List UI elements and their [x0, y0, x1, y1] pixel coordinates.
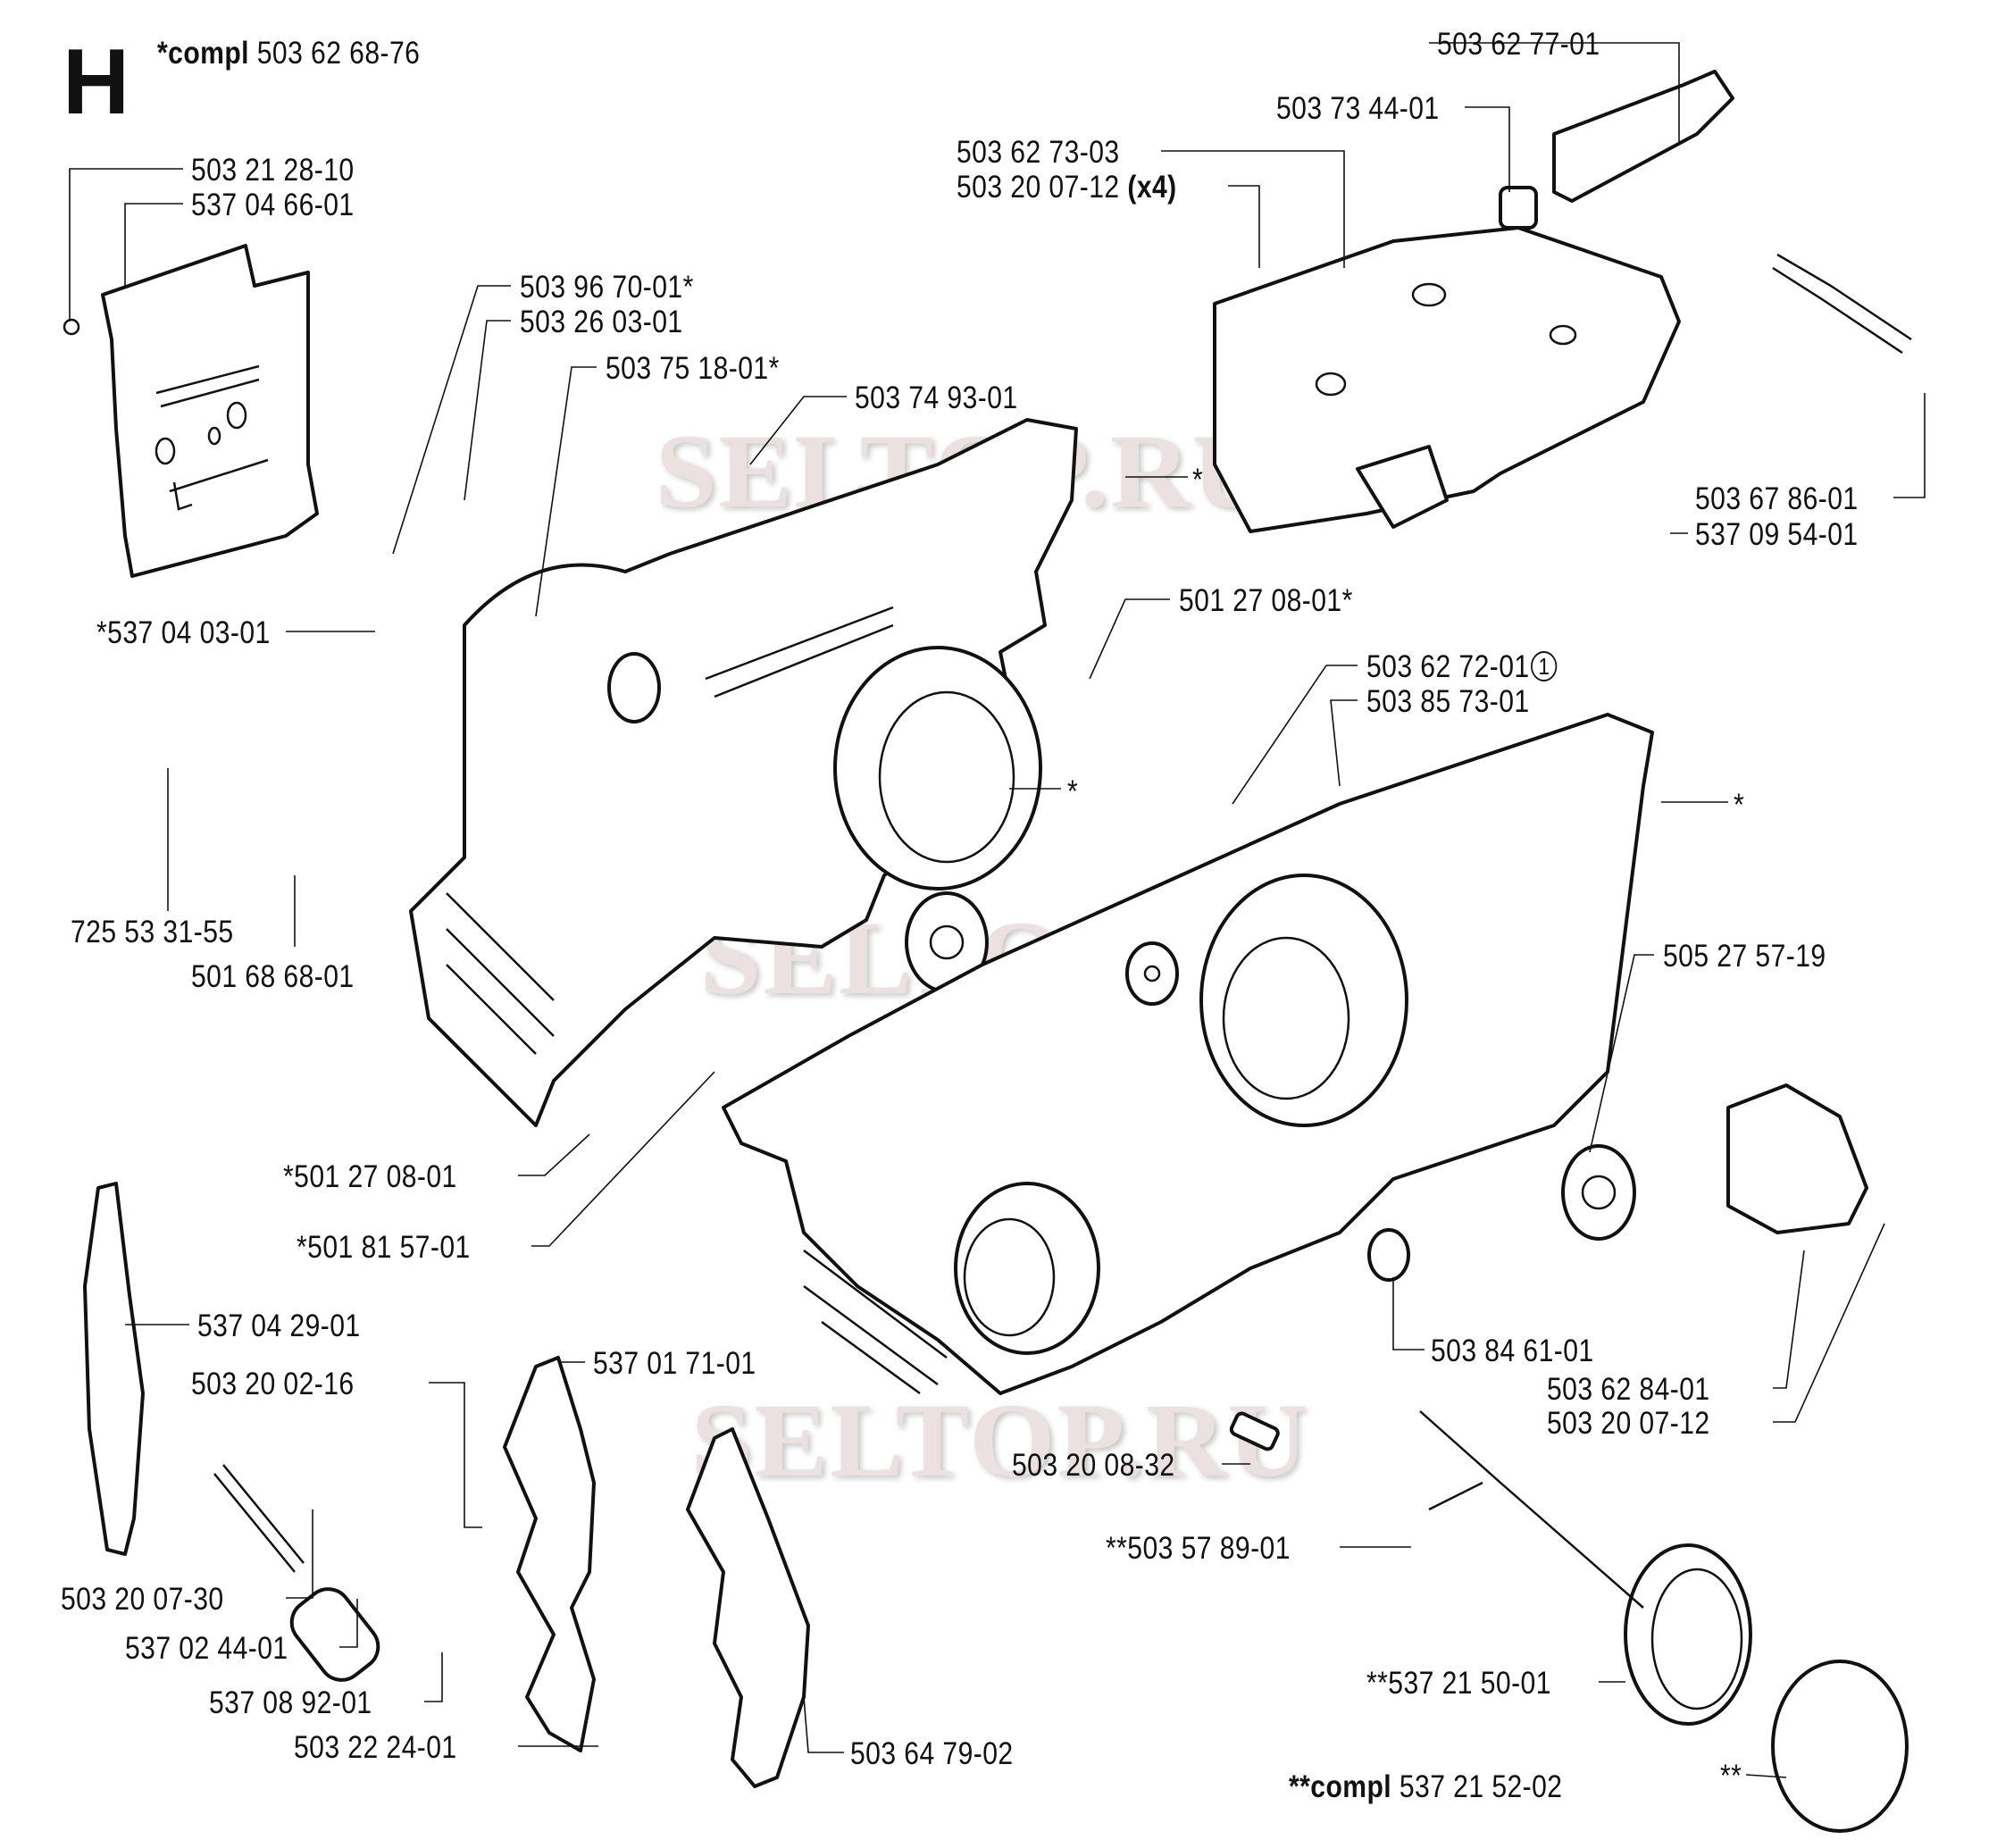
part-label: * — [1067, 774, 1079, 809]
assembly-note-prefix: *compl — [157, 36, 249, 71]
part-label: *501 81 57-01 — [297, 1230, 471, 1265]
part-label: *501 27 08-01 — [283, 1159, 457, 1194]
assembly-note-number: 503 62 68-76 — [256, 36, 421, 71]
part-label: ** — [1720, 1759, 1742, 1794]
part-label: 503 21 28-10 — [191, 153, 355, 188]
footnote-marker: 1 — [1531, 651, 1558, 682]
part-label: 503 62 77-01 — [1437, 27, 1600, 62]
part-label: 503 85 73-01 — [1366, 684, 1530, 719]
part-label: 537 04 29-01 — [197, 1309, 361, 1343]
assembly-note-prefix: **compl — [1289, 1769, 1392, 1804]
part-label-with-qty: 503 20 07-12 (x4) — [957, 171, 1177, 203]
part-label: 503 62 84-01 — [1547, 1372, 1710, 1407]
part-label: 501 68 68-01 — [191, 959, 355, 994]
part-label: 503 62 73-03 — [957, 135, 1120, 170]
assembly-note-crankcase: *compl 503 62 68-76 — [157, 38, 420, 69]
part-label: 503 20 08-32 — [1012, 1448, 1175, 1483]
part-label: 503 26 03-01 — [520, 305, 683, 339]
part-label: 503 20 02-16 — [191, 1367, 355, 1401]
part-label: **537 21 50-01 — [1366, 1666, 1551, 1701]
part-label: 503 62 72-01 — [1366, 649, 1530, 684]
part-label: 503 73 44-01 — [1276, 91, 1440, 126]
part-label: * — [1192, 463, 1204, 498]
bottom-small-parts-drawing — [83, 1083, 1909, 1833]
part-label: 503 96 70-01* — [520, 270, 694, 305]
section-letter: H — [63, 30, 130, 134]
quantity-note: (x4) — [1127, 170, 1177, 205]
part-label: *537 04 03-01 — [96, 615, 271, 650]
part-label: **503 57 89-01 — [1106, 1531, 1291, 1566]
part-label: 537 08 92-01 — [209, 1685, 372, 1720]
part-label: * — [1734, 788, 1745, 823]
part-label: 537 01 71-01 — [593, 1346, 756, 1381]
chain-guide-plate-drawing — [63, 244, 319, 578]
part-label: 503 64 79-02 — [850, 1736, 1014, 1771]
part-label: 537 09 54-01 — [1695, 517, 1859, 552]
assembly-note-tank-cap: **compl 537 21 52-02 — [1289, 1771, 1562, 1802]
crankcase-left-half-drawing — [409, 418, 1078, 1127]
part-label: 503 67 86-01 — [1695, 481, 1859, 516]
part-label: 503 20 07-12 — [957, 170, 1120, 205]
part-label: 503 22 24-01 — [294, 1730, 457, 1765]
leader-lines — [69, 42, 1926, 1778]
part-label: 725 53 31-55 — [71, 915, 234, 949]
assembly-note-number: 537 21 52-02 — [1399, 1769, 1563, 1804]
part-label: 503 20 07-30 — [61, 1582, 224, 1617]
part-label: 503 20 07-12 — [1547, 1406, 1710, 1441]
part-label: 503 74 93-01 — [855, 380, 1018, 415]
part-label: 503 75 18-01* — [606, 351, 780, 386]
part-label: 503 84 61-01 — [1431, 1334, 1594, 1368]
part-label: 505 27 57-19 — [1663, 939, 1826, 974]
part-label: 501 27 08-01* — [1179, 583, 1353, 618]
tank-cover-drawing — [1213, 70, 1912, 533]
part-label: 537 04 66-01 — [191, 188, 355, 222]
crankcase-right-half-drawing — [722, 713, 1654, 1395]
part-label: 537 02 44-01 — [125, 1631, 288, 1666]
